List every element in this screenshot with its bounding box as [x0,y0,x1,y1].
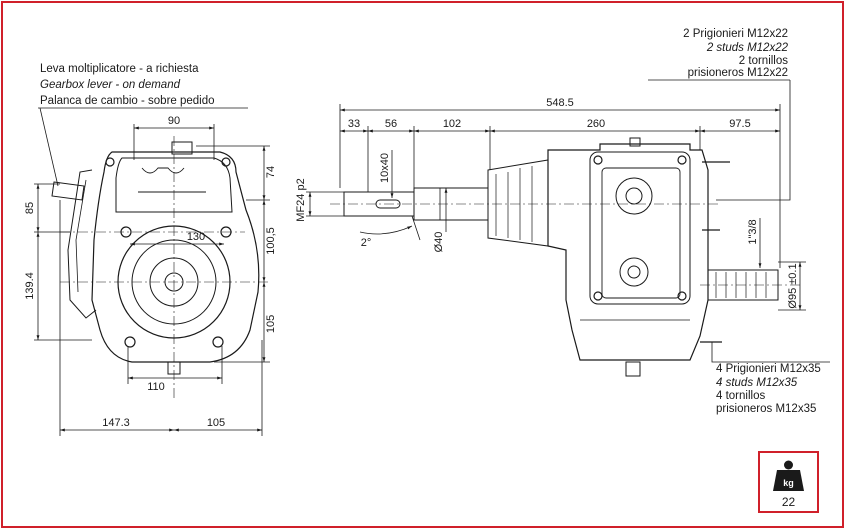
lever-note-it: Leva moltiplicatore - a richiesta [40,63,199,75]
dim-74: 74 [265,166,277,178]
weight-box: kg 22 [758,451,819,513]
lever-leader [39,107,59,187]
top-studs-en: 2 studs M12x22 [706,42,789,54]
side-view-dimensions [306,79,830,363]
dim-33: 33 [348,118,360,130]
dim-548-5: 548.5 [546,97,574,109]
bottom-studs-en: 4 studs M12x35 [716,377,798,389]
end-view [51,136,270,400]
bottom-studs-it: 4 Prigionieri M12x35 [716,363,821,375]
bottom-studs-es1: 4 tornillos [716,390,765,402]
dim-105-bottom: 105 [207,417,225,429]
top-studs-es2: prisioneros M12x22 [688,67,788,79]
dim-dia40: Ø40 [433,232,445,253]
dim-97-5: 97.5 [729,118,750,130]
dim-130: 130 [187,231,205,243]
end-view-dimensions [34,124,270,436]
dim-angle: 2° [361,237,372,249]
weight-value: 22 [781,495,796,509]
dim-105-right: 105 [265,315,277,333]
top-studs-it: 2 Prigionieri M12x22 [683,28,788,40]
dim-mf24: MF24 p2 [295,178,307,221]
dim-90: 90 [168,115,180,127]
dim-85: 85 [24,202,36,214]
weight-unit: kg [783,478,794,488]
dim-thread: 1"3/8 [747,219,759,244]
dim-260: 260 [587,118,605,130]
dim-102: 102 [443,118,461,130]
dim-100-5: 100,5 [265,227,277,255]
dim-139-4: 139.4 [24,272,36,300]
weight-icon: kg [773,460,804,491]
dim-dia95: Ø95 ±0.1 [787,263,799,308]
dim-key: 10x40 [379,153,391,183]
lever-note-es: Palanca de cambio - sobre pedido [40,95,215,107]
dim-110: 110 [147,381,165,393]
side-view [330,137,800,377]
dim-147-3: 147.3 [102,417,130,429]
lever-note-en: Gearbox lever - on demand [40,79,181,91]
bottom-studs-es2: prisioneros M12x35 [716,403,816,415]
top-studs-es1: 2 tornillos [739,55,788,67]
dim-56: 56 [385,118,397,130]
